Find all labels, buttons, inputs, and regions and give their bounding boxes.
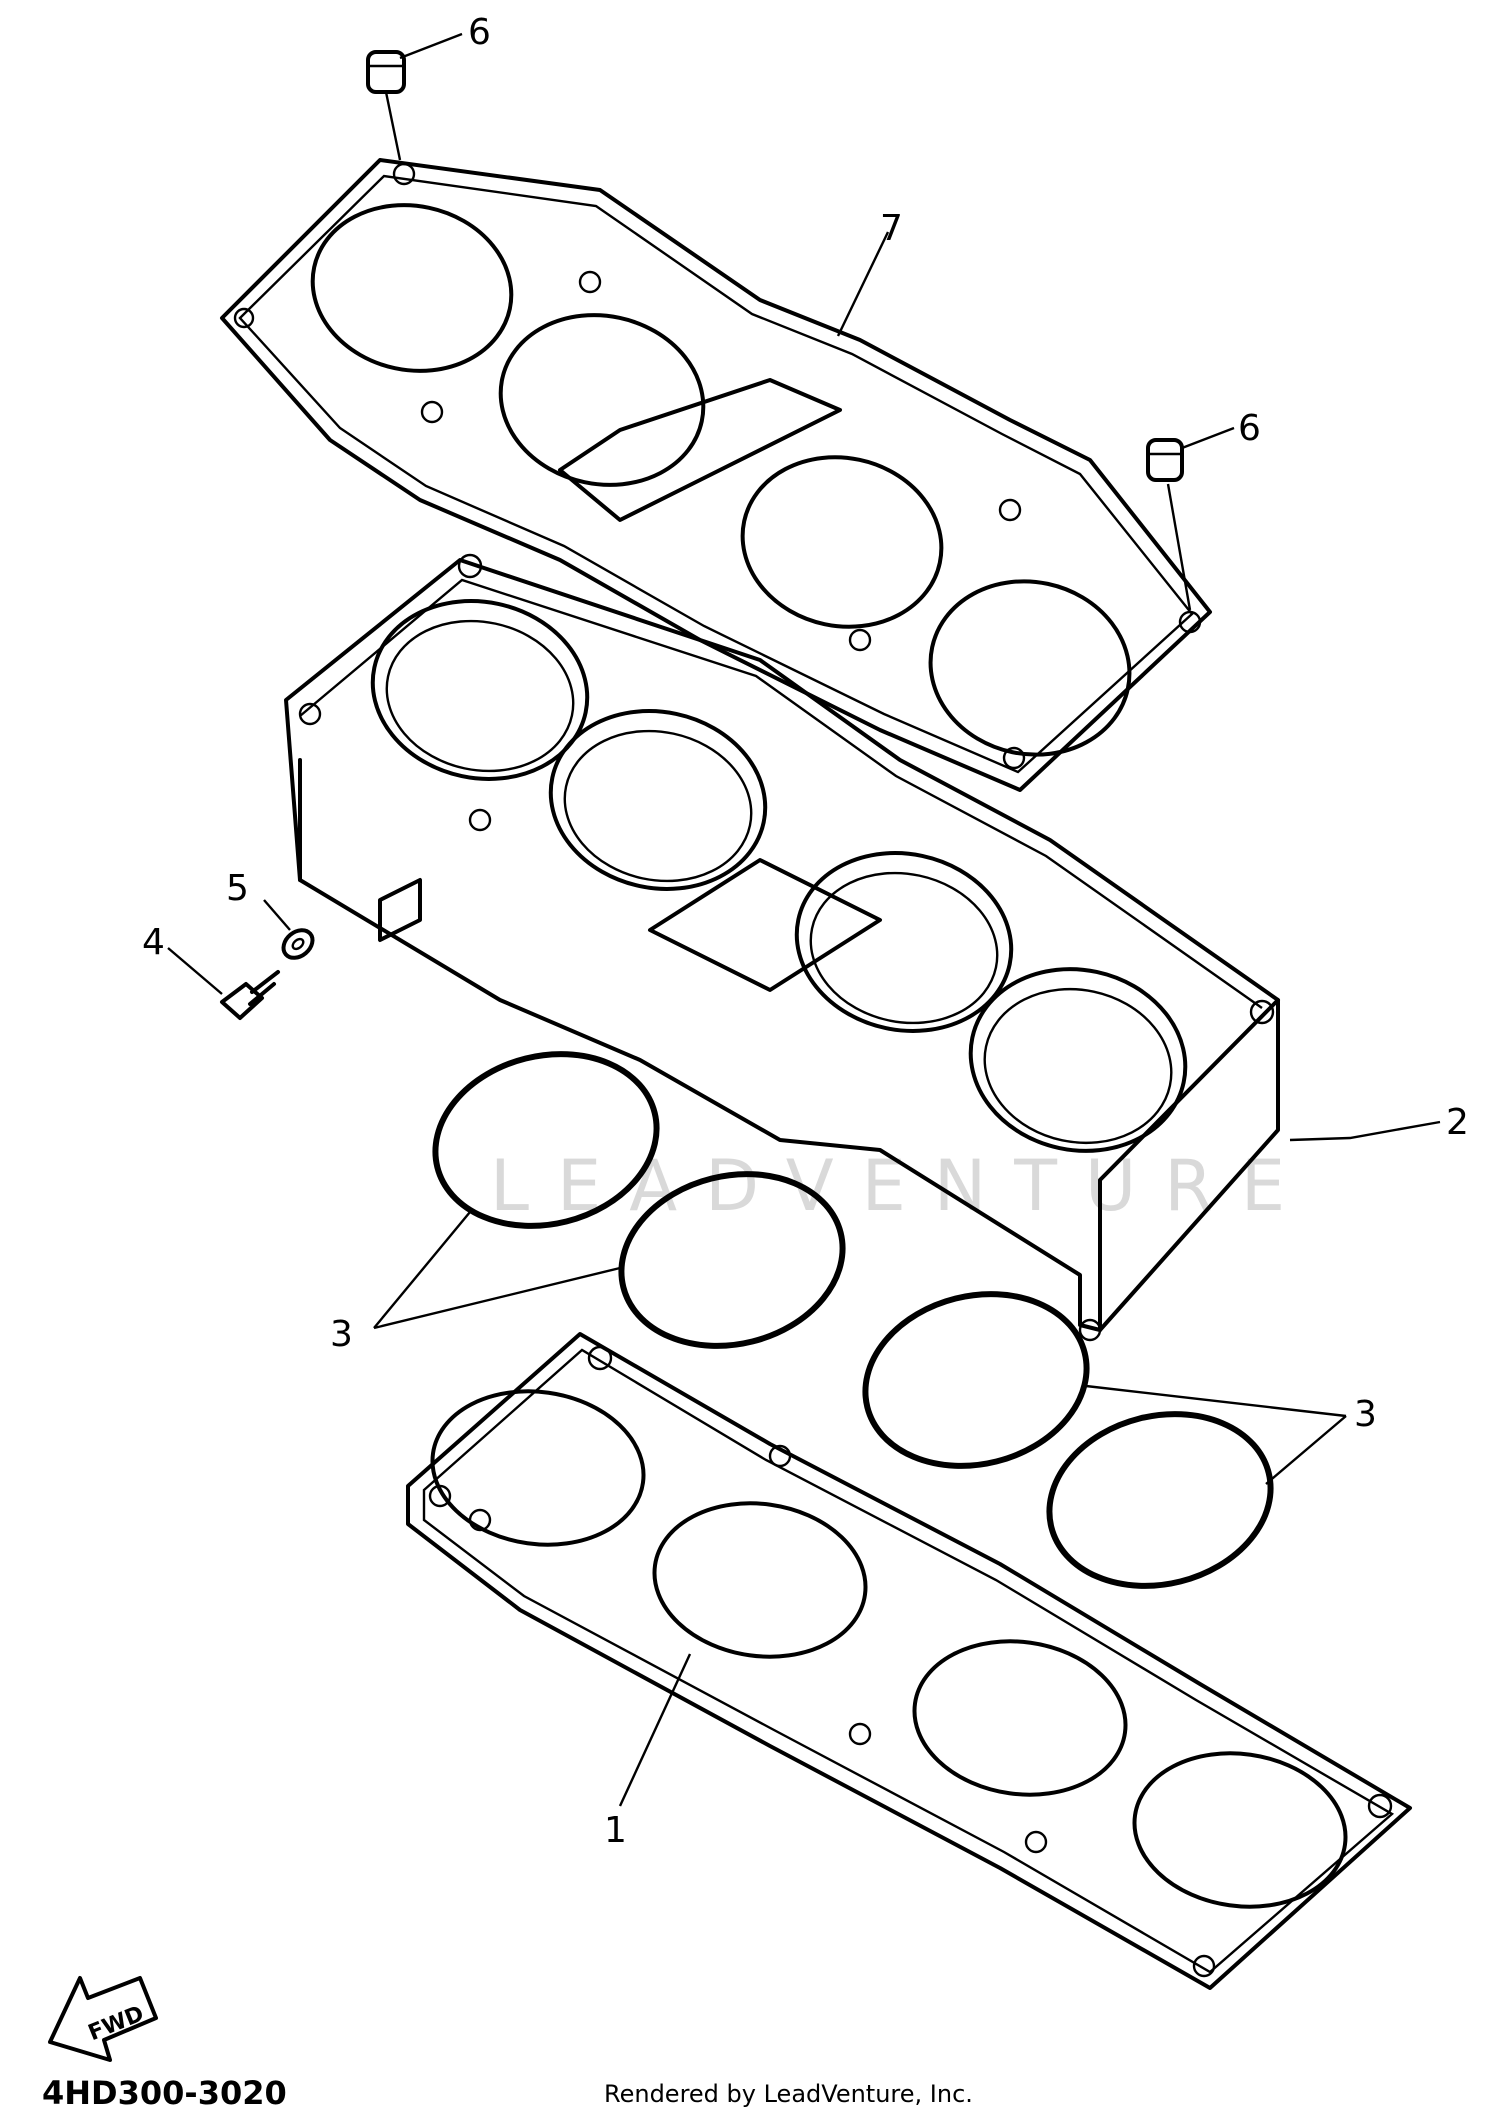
cylinder-block[interactable] xyxy=(284,553,1280,1342)
dowel-pin-upper-left[interactable] xyxy=(366,50,406,161)
o-ring-upper-right[interactable] xyxy=(847,1271,1105,1488)
callout-leader-3a xyxy=(373,1211,621,1330)
callout-2: 2 xyxy=(1446,1102,1469,1143)
callout-leader-3b xyxy=(1085,1384,1347,1485)
callout-3b: 3 xyxy=(1354,1394,1377,1435)
callout-leader-6b xyxy=(1181,426,1235,450)
fwd-label: FWD xyxy=(85,2001,148,2046)
callout-leader-6a xyxy=(399,32,463,60)
callout-7: 7 xyxy=(880,208,903,249)
callout-6a: 6 xyxy=(468,12,491,53)
render-credit: Rendered by LeadVenture, Inc. xyxy=(604,2080,973,2108)
o-ring-lower-right[interactable] xyxy=(1031,1391,1289,1608)
callout-leader-1 xyxy=(618,1653,692,1807)
washer[interactable] xyxy=(278,925,318,964)
callout-1: 1 xyxy=(604,1810,627,1851)
fwd-arrow-icon: FWD xyxy=(48,1976,158,2062)
callout-leader-2 xyxy=(1289,1120,1441,1142)
base-gasket[interactable] xyxy=(406,1332,1412,1990)
diagram-code: 4HD300-3020 xyxy=(42,2074,287,2112)
callout-6b: 6 xyxy=(1238,408,1261,449)
o-ring-upper-left[interactable] xyxy=(417,1031,675,1248)
o-ring-lower-left[interactable] xyxy=(603,1151,861,1368)
callout-4: 4 xyxy=(142,922,165,963)
bolt[interactable] xyxy=(220,970,280,1020)
callout-3a: 3 xyxy=(330,1314,353,1355)
callout-leader-4 xyxy=(167,947,223,995)
head-gasket[interactable] xyxy=(220,158,1212,792)
dowel-pin-right[interactable] xyxy=(1146,438,1192,611)
callout-5: 5 xyxy=(226,868,249,909)
watermark: LEADVENTURE xyxy=(490,1145,1313,1227)
callout-leader-5 xyxy=(263,899,291,931)
callout-leader-7 xyxy=(836,231,890,337)
